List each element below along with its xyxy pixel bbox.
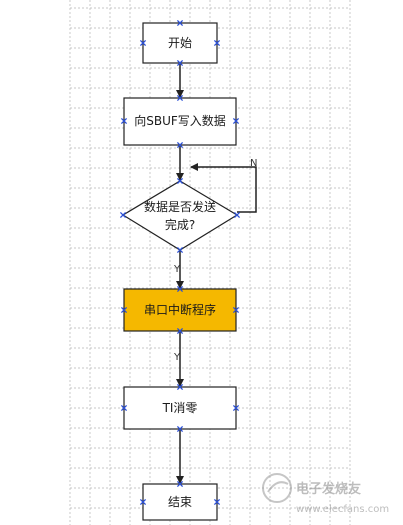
- connection-handle-icon: [139, 39, 147, 47]
- connection-handle-icon: [176, 94, 184, 102]
- connection-handle-icon: [120, 306, 128, 314]
- node-decision[interactable]: 数据是否发送 完成?: [121, 180, 239, 251]
- selection-handles: [119, 19, 241, 506]
- start-label: 开始: [168, 36, 192, 50]
- connection-handle-icon: [213, 39, 221, 47]
- node-start[interactable]: 开始: [142, 22, 218, 64]
- edge-no-loop: [190, 163, 257, 213]
- connection-handle-icon: [176, 19, 184, 27]
- connection-handle-icon: [176, 327, 184, 335]
- connection-handle-icon: [176, 285, 184, 293]
- end-label: 结束: [168, 495, 192, 509]
- connection-handle-icon: [176, 480, 184, 488]
- connection-handle-icon: [176, 425, 184, 433]
- connection-handle-icon: [233, 211, 241, 219]
- watermark-logo-swirl: [267, 481, 289, 493]
- connection-handle-icon: [213, 498, 221, 506]
- edge-label-no: N: [250, 158, 257, 169]
- edge-label-yes-2: Y: [173, 352, 181, 363]
- connection-handle-icon: [176, 59, 184, 67]
- watermark-text-cn: 电子发烧友: [296, 481, 361, 497]
- connection-handle-icon: [232, 117, 240, 125]
- write-label: 向SBUF写入数据: [134, 113, 226, 128]
- connection-handle-icon: [120, 404, 128, 412]
- edge-label-yes-1: Y: [173, 264, 181, 275]
- node-serial-isr[interactable]: 串口中断程序: [123, 288, 237, 332]
- grid-paper: [69, 0, 351, 525]
- flow-edges: [176, 63, 257, 484]
- decision-diamond: [121, 180, 239, 251]
- connection-handle-icon: [232, 306, 240, 314]
- node-end[interactable]: 结束: [142, 483, 218, 521]
- connection-handle-icon: [176, 141, 184, 149]
- start-box: [142, 22, 218, 64]
- watermark-url: www.elecfans.com: [296, 504, 389, 515]
- isr-label: 串口中断程序: [144, 302, 216, 317]
- connection-handle-icon: [139, 498, 147, 506]
- watermark-logo-icon: [262, 473, 292, 503]
- connection-handle-icon: [176, 246, 184, 254]
- node-write-sbuf[interactable]: 向SBUF写入数据: [123, 97, 237, 146]
- clear-label: TI消零: [162, 401, 198, 415]
- watermark: 电子发烧友 www.elecfans.com: [262, 473, 389, 515]
- connection-handle-icon: [232, 404, 240, 412]
- connection-handle-icon: [119, 211, 127, 219]
- connection-handle-icon: [120, 117, 128, 125]
- node-ti-clear[interactable]: TI消零: [123, 386, 237, 430]
- connection-handle-icon: [176, 383, 184, 391]
- connection-handle-icon: [176, 177, 184, 185]
- decision-label-line2: 完成?: [165, 217, 195, 232]
- decision-label-line1: 数据是否发送: [144, 199, 216, 214]
